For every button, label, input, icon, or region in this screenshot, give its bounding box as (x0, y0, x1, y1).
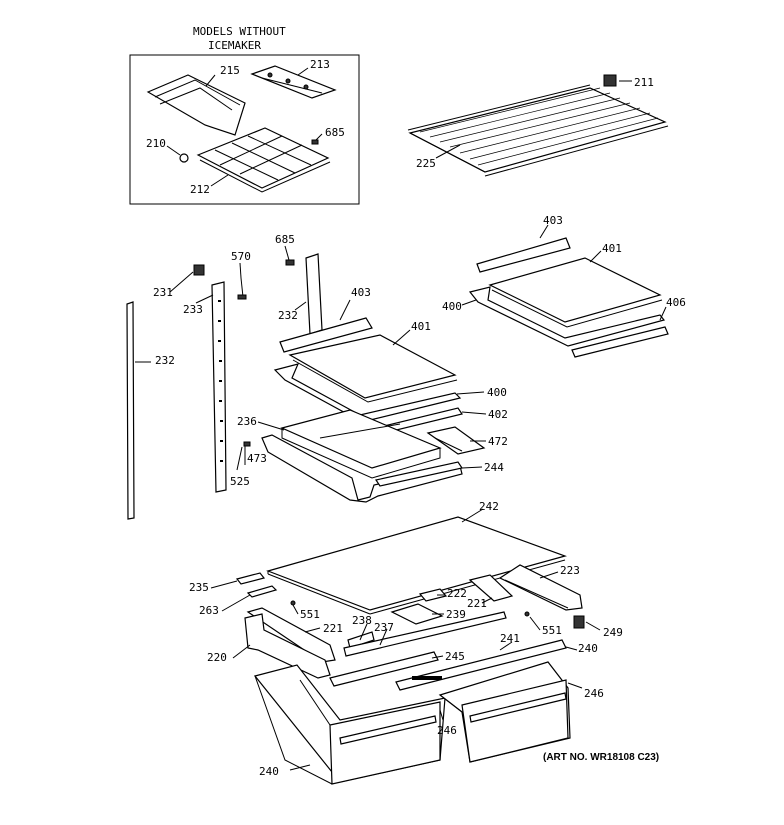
bracket-239 (390, 603, 444, 625)
label-525: 525 (230, 475, 250, 488)
rail-232-center (305, 253, 323, 335)
screw-473 (243, 441, 251, 447)
label-403a: 403 (351, 286, 371, 299)
label-235: 235 (189, 581, 209, 594)
screw-685 (311, 139, 319, 145)
trim-403b (476, 237, 571, 273)
label-241: 241 (500, 632, 520, 645)
frame-400 (273, 363, 462, 423)
hinge-249 (573, 615, 585, 629)
label-222: 222 (447, 587, 467, 600)
ice-bucket-215 (146, 74, 246, 136)
label-221b: 221 (467, 597, 487, 610)
label-244: 244 (484, 461, 504, 474)
rail-221b (468, 574, 514, 602)
ice-tray-213 (250, 65, 337, 99)
label-225: 225 (416, 157, 436, 170)
label-685b: 685 (275, 233, 295, 246)
screw-210 (179, 153, 189, 163)
label-473: 473 (247, 452, 267, 465)
label-213: 213 (310, 58, 330, 71)
label-220: 220 (207, 651, 227, 664)
label-221a: 221 (323, 622, 343, 635)
label-263: 263 (199, 604, 219, 617)
label-685a: 685 (325, 126, 345, 139)
label-240b: 240 (259, 765, 279, 778)
label-237: 237 (374, 621, 394, 634)
label-400a: 400 (487, 386, 507, 399)
trim-237 (343, 611, 507, 657)
label-400b: 400 (442, 300, 462, 313)
glass-401 (288, 334, 457, 399)
label-210: 210 (146, 137, 166, 150)
clip-238 (347, 631, 375, 649)
clip-222 (418, 588, 448, 602)
label-401b: 401 (602, 242, 622, 255)
label-211: 211 (634, 76, 654, 89)
cover-glass-242 (266, 516, 567, 611)
wire-shelf-225: 211 225 (407, 74, 669, 177)
label-551b: 551 (542, 624, 562, 637)
drawer-handle-right (469, 692, 567, 723)
label-401a: 401 (411, 320, 431, 333)
screw-551b (524, 611, 530, 617)
rail-232-left (126, 301, 135, 520)
side-rails: 231 233 232 570 685 232 473 525 (126, 233, 323, 520)
right-shelf-assembly: 403 401 400 406 (442, 214, 686, 358)
label-232b: 232 (278, 309, 298, 322)
label-402: 402 (488, 408, 508, 421)
drawer-handle-left (339, 715, 437, 745)
art-number: (ART NO. WR18108 C23) (543, 752, 659, 763)
label-551a: 551 (300, 608, 320, 621)
frame-400b (468, 286, 666, 347)
crisper-drawers: 245 241 240 246 246 240 (253, 632, 604, 785)
label-240a: 240 (578, 642, 598, 655)
label-215: 215 (220, 64, 240, 77)
glass-401b (488, 257, 662, 323)
trim-235 (235, 572, 266, 585)
crisper-cover-assembly: 242 223 235 263 551 222 239 221 221 238 … (189, 500, 623, 679)
label-238: 238 (352, 614, 372, 627)
trim-403 (279, 317, 373, 353)
trim-406 (571, 326, 669, 358)
shelf-clip-211 (603, 74, 617, 87)
label-231: 231 (153, 286, 173, 299)
label-232a: 232 (155, 354, 175, 367)
support-223 (498, 564, 583, 611)
clip-231 (193, 264, 205, 276)
screw-551a (290, 600, 296, 606)
label-239: 239 (446, 608, 466, 621)
inset-title-line1: MODELS WITHOUT (193, 25, 286, 38)
inset-title-line2: ICEMAKER (208, 39, 261, 52)
inset-border (129, 54, 360, 205)
rail-233 (211, 281, 227, 493)
label-236: 236 (237, 415, 257, 428)
label-406: 406 (666, 296, 686, 309)
label-249: 249 (603, 626, 623, 639)
label-570: 570 (231, 250, 251, 263)
rail-245 (329, 651, 439, 687)
screw-570 (237, 294, 247, 300)
channel-220 (244, 613, 331, 679)
label-223: 223 (560, 564, 580, 577)
label-242: 242 (479, 500, 499, 513)
label-403b: 403 (543, 214, 563, 227)
label-233: 233 (183, 303, 203, 316)
label-246a: 246 (584, 687, 604, 700)
label-212: 212 (190, 183, 210, 196)
center-shelf-assembly: 403 401 400 402 236 472 244 (237, 286, 508, 503)
ice-rack-212 (196, 127, 331, 193)
label-472: 472 (488, 435, 508, 448)
label-245: 245 (445, 650, 465, 663)
slide-472 (426, 426, 486, 455)
screw-685b (285, 259, 295, 266)
icemaker-inset: MODELS WITHOUT ICEMAKER (129, 25, 360, 205)
trim-263 (246, 585, 278, 598)
label-246b: 246 (437, 724, 457, 737)
